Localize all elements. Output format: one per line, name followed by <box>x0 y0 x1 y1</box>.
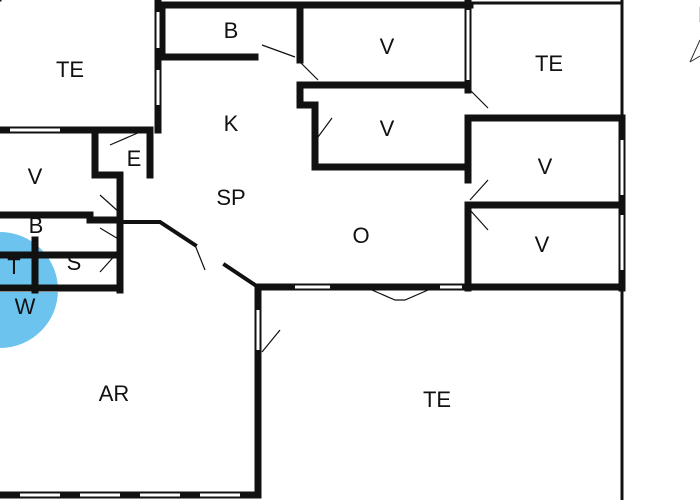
room-label: AR <box>99 381 130 406</box>
room-label: S <box>67 250 82 275</box>
room-labels: TE B V TE K V E V SP V B O V T S W AR TE <box>7 18 563 412</box>
room-label: V <box>380 34 395 59</box>
north-arrow-icon <box>689 39 700 63</box>
room-label: V <box>535 232 550 257</box>
room-label: SP <box>216 185 245 210</box>
door-swings <box>99 44 489 353</box>
room-label: B <box>224 18 239 43</box>
room-label: TE <box>535 51 563 76</box>
room-label: T <box>7 254 20 279</box>
room-label: O <box>352 223 369 248</box>
room-label: B <box>29 213 44 238</box>
room-label: V <box>28 164 43 189</box>
windows <box>10 10 624 497</box>
room-label: V <box>538 154 553 179</box>
compass-label: N <box>698 2 700 27</box>
compass: N <box>689 2 700 63</box>
room-label: E <box>127 146 142 171</box>
room-label: W <box>15 294 36 319</box>
walls <box>0 0 626 500</box>
room-label: TE <box>423 387 451 412</box>
room-label: TE <box>56 57 84 82</box>
room-label: K <box>224 111 239 136</box>
room-label: V <box>380 116 395 141</box>
